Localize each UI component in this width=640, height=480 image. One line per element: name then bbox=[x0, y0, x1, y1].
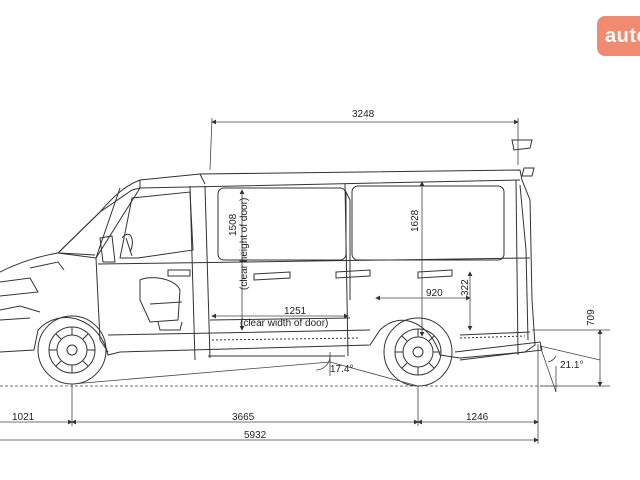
dim-cargo-length: 3248 bbox=[352, 109, 375, 120]
dimension-lines bbox=[0, 117, 610, 444]
rear-wheel bbox=[383, 317, 453, 387]
brand-logo-text: auto bbox=[605, 25, 640, 47]
van-outline bbox=[0, 139, 543, 361]
dim-cargo-height: 1628 bbox=[410, 209, 421, 232]
dim-door-height: 1508 bbox=[228, 213, 239, 236]
dim-front-overhang: 1021 bbox=[12, 412, 35, 423]
dim-departure-angle: 21.1° bbox=[560, 360, 583, 371]
dim-overall-length: 5932 bbox=[244, 430, 267, 441]
dim-wheel-arch-height: 322 bbox=[460, 279, 471, 296]
dim-door-width-note: (clear width of door) bbox=[240, 318, 328, 329]
dim-ramp-angle: 17.4° bbox=[330, 364, 353, 375]
dim-door-height-note: (clear height of door) bbox=[239, 198, 250, 290]
dim-wheel-arch-width: 920 bbox=[426, 288, 443, 299]
front-wheel bbox=[37, 315, 107, 385]
dim-rear-overhang: 1246 bbox=[466, 412, 489, 423]
dim-floor-height: 709 bbox=[586, 309, 597, 326]
dim-wheelbase: 3665 bbox=[232, 412, 255, 423]
dim-door-width: 1251 bbox=[284, 306, 307, 317]
brand-logo: auto bbox=[597, 16, 640, 56]
